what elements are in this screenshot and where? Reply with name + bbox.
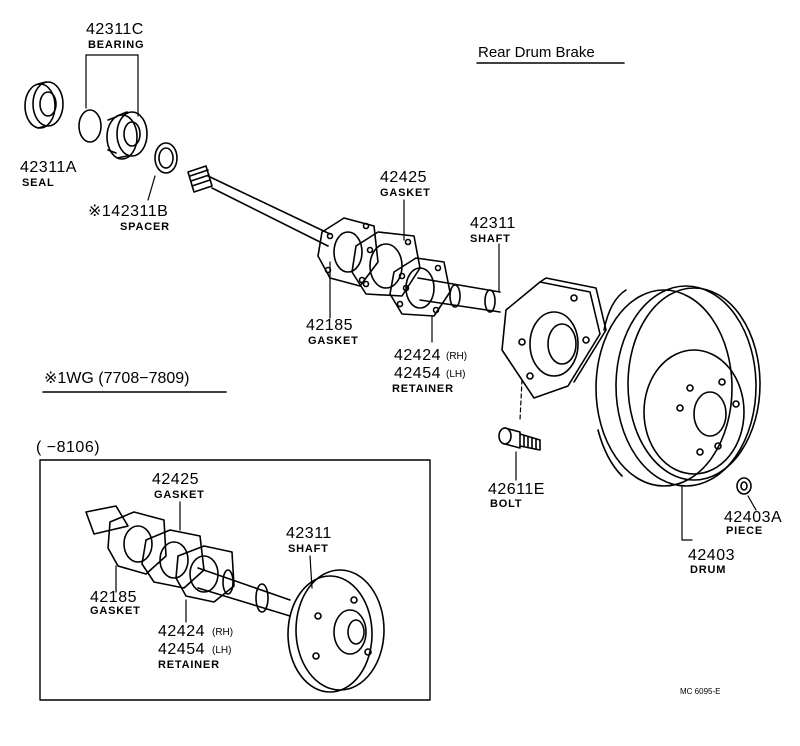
drum-number: 42403 — [688, 547, 735, 564]
drum-part — [595, 285, 761, 487]
inset-retainer-rh-side: (RH) — [212, 627, 234, 638]
inset-gasket-a — [107, 511, 167, 575]
seal-name: SEAL — [22, 177, 55, 189]
bolt-number: 42611E — [488, 481, 545, 498]
bearing-part — [78, 109, 148, 160]
spacer-number: ※142311B — [88, 203, 169, 220]
inset-retainer-rh-number: 42424 — [158, 623, 205, 640]
inset-gasket-a-name: GASKET — [154, 489, 205, 501]
retainer-lh-number: 42454 — [394, 365, 441, 382]
inset-gasket-b-number: 42185 — [90, 589, 137, 606]
inset-shaft — [85, 505, 291, 617]
gasket-42425-part — [351, 231, 421, 297]
wg-note: ※1WG (7708−7809) — [44, 370, 190, 387]
retainer-name: RETAINER — [392, 383, 454, 395]
gasket-lower-number: 42185 — [306, 317, 353, 334]
gasket-42185-part — [317, 217, 379, 287]
inset-hub — [287, 569, 385, 693]
inset-retainer — [175, 545, 235, 603]
gasket-lower-name: GASKET — [308, 335, 359, 347]
inset-range: ( −8106) — [36, 439, 101, 456]
spacer-name: SPACER — [120, 221, 170, 233]
bolt-name: BOLT — [490, 498, 523, 510]
retainer-part — [389, 257, 451, 317]
inset-shaft-name: SHAFT — [288, 543, 329, 555]
bolt-part — [498, 427, 541, 451]
seal-part — [24, 81, 64, 129]
hub-flange-part — [501, 277, 607, 399]
retainer-rh-side: (RH) — [446, 351, 468, 362]
piece-part — [736, 477, 752, 495]
diagram-title: Rear Drum Brake — [478, 44, 595, 61]
inset-retainer-lh-number: 42454 — [158, 641, 205, 658]
retainer-rh-number: 42424 — [394, 347, 441, 364]
retainer-lh-side: (LH) — [446, 369, 466, 380]
bearing-name: BEARING — [88, 39, 145, 51]
shaft-number: 42311 — [470, 215, 516, 232]
inset-retainer-lh-side: (LH) — [212, 645, 232, 656]
inset-gasket-b-name: GASKET — [90, 605, 141, 617]
gasket-top-number: 42425 — [380, 169, 427, 186]
gasket-top-name: GASKET — [380, 187, 431, 199]
inset-frame — [39, 459, 431, 701]
inset-gasket-b — [141, 529, 205, 589]
inset-shaft-number: 42311 — [286, 525, 332, 542]
piece-name: PIECE — [726, 525, 764, 537]
inset-retainer-name: RETAINER — [158, 659, 220, 671]
bearing-number: 42311C — [86, 21, 144, 38]
seal-number: 42311A — [20, 159, 77, 176]
shaft-name: SHAFT — [470, 233, 511, 245]
inset-gasket-a-number: 42425 — [152, 471, 199, 488]
spacer-part — [154, 142, 178, 174]
drum-name: DRUM — [690, 564, 727, 576]
axle-shaft — [187, 165, 501, 313]
drawing-code: MC 6095-E — [680, 687, 721, 696]
piece-number: 42403A — [724, 509, 783, 526]
